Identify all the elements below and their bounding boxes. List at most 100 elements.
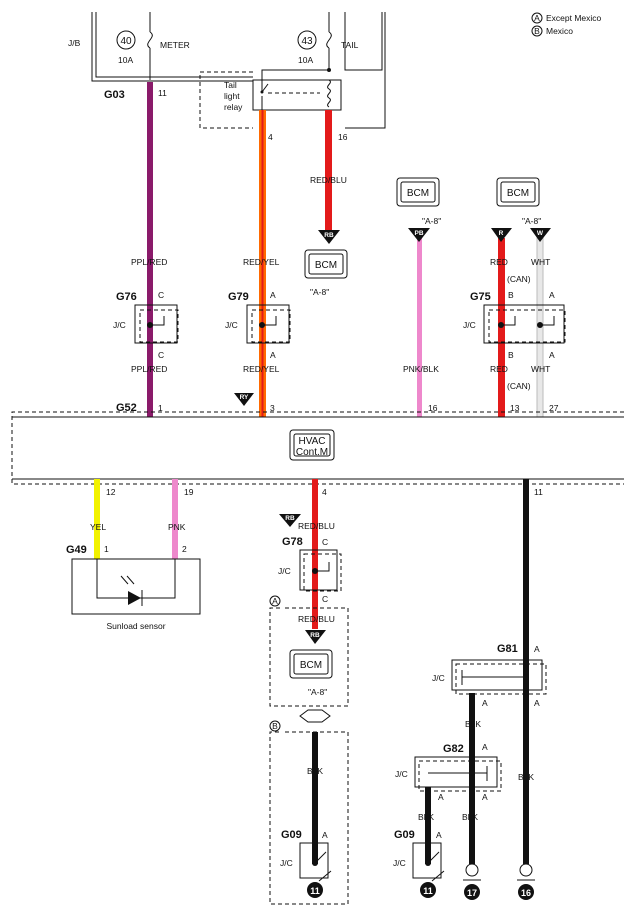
section-b: B BLK G09 A J/C 11 [269, 720, 349, 905]
g49-pin-2: 2 [182, 544, 187, 554]
wire-label-red-yel-1: RED/YEL [243, 257, 280, 267]
g75-pin-b-bottom: B [508, 350, 514, 360]
g78-pin-c-top: C [322, 537, 328, 547]
tail-light-relay [252, 79, 342, 111]
fuse-40-amp: 10A [118, 55, 133, 65]
wire-label-blk-g82-left: BLK [418, 812, 434, 822]
relay-label-2: light [224, 91, 240, 101]
wire-label-blk-g81: BLK [465, 719, 481, 729]
g49-pin-1: 1 [104, 544, 109, 554]
g79-pin-a-top: A [270, 290, 276, 300]
jc-g09-b-label: J/C [280, 858, 293, 868]
jb-label: J/B [68, 38, 81, 48]
connector-g78: G78 [282, 536, 303, 548]
relay-pin-16: 16 [338, 132, 348, 142]
connector-g75: G75 [470, 291, 491, 303]
wire-label-red-blu-top: RED/BLU [310, 175, 347, 185]
ground-11-b: 11 [310, 886, 320, 896]
wire-label-blk-g82-right: BLK [462, 812, 478, 822]
wire-label-red-yel-2: RED/YEL [243, 364, 280, 374]
wire-label-blk-b: BLK [307, 766, 323, 776]
jc-g79-label: J/C [225, 320, 238, 330]
relay-pin-4: 4 [268, 132, 273, 142]
sunload-sensor-label: Sunload sensor [106, 621, 165, 631]
badge-pb: PB [414, 230, 423, 237]
g81-pin-a-top: A [534, 644, 540, 654]
bcm-top: BCM "A-8" [304, 249, 348, 297]
connector-g82: G82 [443, 743, 464, 755]
jc-g09-main [412, 842, 442, 879]
bcm-pb-ref: "A-8" [422, 216, 441, 226]
legend-b-text: Mexico [546, 26, 573, 36]
g75-pin-a-top: A [549, 290, 555, 300]
wire-label-can-1: (CAN) [507, 274, 531, 284]
g09-main-pin-a: A [436, 830, 442, 840]
sunload-sensor: Sunload sensor [71, 558, 201, 631]
jc-g09-main-label: J/C [393, 858, 406, 868]
hvac-control-module: G52 1 3 16 13 27 HVAC Cont.M 12 19 4 11 [11, 402, 624, 497]
hvac-label-1: HVAC [298, 436, 325, 447]
g82-pin-a-top: A [482, 742, 488, 752]
bcm-a-ref: "A-8" [308, 687, 327, 697]
legend-b-symbol: B [534, 26, 540, 36]
wire-label-ppl-red-1: PPL/RED [131, 257, 167, 267]
section-b-symbol: B [272, 721, 278, 731]
junction-block: J/B 40 METER 10A 43 TAIL 10A Tail light … [68, 12, 386, 129]
wire-label-pnk-blk: PNK/BLK [403, 364, 439, 374]
g09-b-pin-a: A [322, 830, 328, 840]
bcm-rw: BCM "A-8" R W [491, 177, 551, 242]
bcm-rw-label: BCM [507, 188, 529, 199]
fuse-40-circle [116, 30, 136, 50]
g52-pin-13: 13 [510, 403, 520, 413]
fuse-43-symbol [326, 31, 332, 49]
bcm-a-label: BCM [300, 660, 322, 671]
wire-label-red-blu-g78: RED/BLU [298, 521, 335, 531]
bcm-pb-label: BCM [407, 188, 429, 199]
fuse-43-amp: 10A [298, 55, 313, 65]
ground-16: 16 [521, 888, 531, 898]
badge-rb-a: RB [310, 632, 320, 639]
connector-g03: G03 [104, 89, 125, 101]
connector-g79: G79 [228, 291, 249, 303]
jc-g09-b [299, 842, 329, 879]
relay-label-1: Tail [224, 80, 237, 90]
wire-label-can-2: (CAN) [507, 381, 531, 391]
hvac-pin-4: 4 [322, 487, 327, 497]
g76-pin-c-bottom: C [158, 350, 164, 360]
legend-a-symbol: A [534, 13, 540, 23]
hvac-pin-11: 11 [534, 487, 543, 497]
jc-g75 [483, 304, 565, 344]
jc-g78 [299, 549, 338, 591]
fuse-43-circle [297, 30, 317, 50]
badge-rb-top: RB [324, 232, 334, 239]
badge-r: R [499, 230, 504, 237]
wire-label-ppl-red-2: PPL/RED [131, 364, 167, 374]
jc-g81-label: J/C [432, 673, 445, 683]
fuse-40-symbol [147, 31, 153, 49]
g78-pin-c-bottom: C [322, 594, 328, 604]
legend-a-text: Except Mexico [546, 13, 602, 23]
jc-g76-label: J/C [113, 320, 126, 330]
g82-pin-a-left: A [438, 792, 444, 802]
jc-g79 [246, 304, 290, 344]
connector-g81: G81 [497, 643, 518, 655]
badge-ry: RY [240, 394, 249, 401]
bcm-top-ref: "A-8" [310, 287, 329, 297]
legend: A Except Mexico B Mexico [531, 12, 602, 37]
wire-label-wht-2: WHT [531, 364, 550, 374]
fuse-40-number: 40 [120, 36, 132, 47]
bcm-pb: BCM "A-8" PB [396, 177, 441, 242]
fuse-43-name: TAIL [341, 40, 359, 50]
wire-label-yel: YEL [90, 522, 106, 532]
badge-rb-g78: RB [285, 515, 295, 522]
jc-g75-label: J/C [463, 320, 476, 330]
g81-pin-a-left: A [482, 698, 488, 708]
wire-label-blk-right: BLK [518, 772, 534, 782]
ground-17: 17 [467, 888, 477, 898]
hvac-label-2: Cont.M [296, 447, 328, 458]
wire-label-pnk: PNK [168, 522, 186, 532]
g76-pin-c-top: C [158, 290, 164, 300]
wire-label-red-1: RED [490, 257, 508, 267]
connector-g49: G49 [66, 544, 87, 556]
